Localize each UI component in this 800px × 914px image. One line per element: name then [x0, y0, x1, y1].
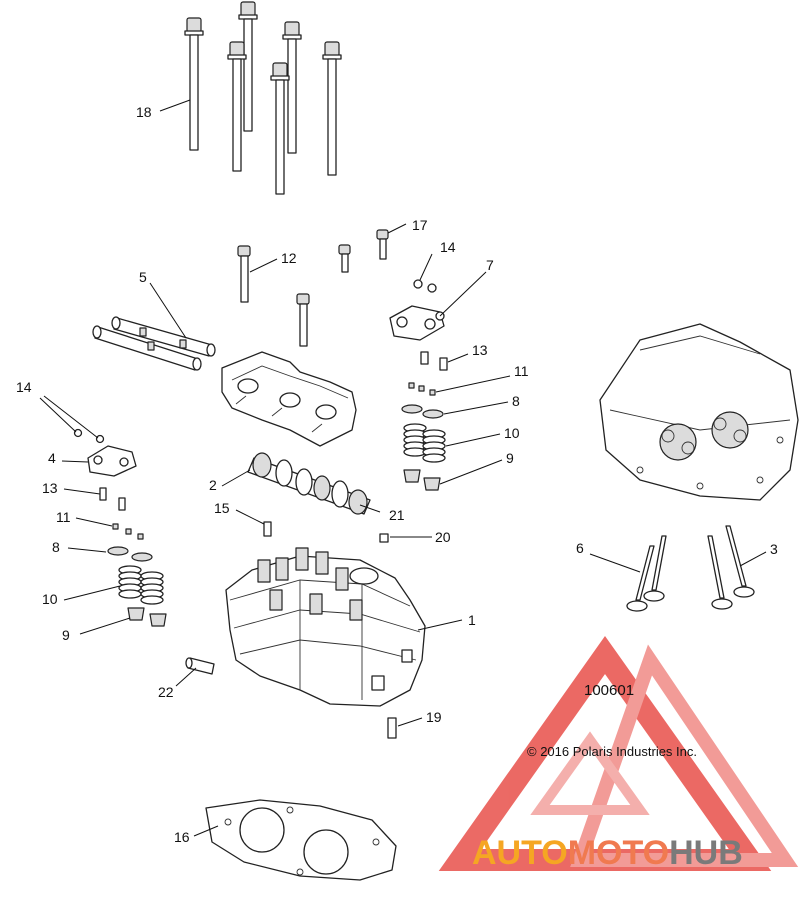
- callout-8-left: 8: [52, 539, 60, 555]
- watermark-logo: [438, 635, 799, 871]
- leader-lines: [39, 99, 767, 837]
- rocker-arms-left: [73, 428, 153, 562]
- callout-16: 16: [174, 829, 190, 845]
- callout-13-left: 13: [42, 480, 58, 496]
- valves: [626, 525, 755, 612]
- watermark-text-hub: HUB: [669, 834, 743, 872]
- callout-18: 18: [136, 104, 152, 120]
- callout-19: 19: [426, 709, 442, 725]
- watermark-text: AUTOMOTOHUB: [472, 834, 743, 872]
- head-bolts: [184, 1, 342, 195]
- rocker-arms-right: [389, 279, 448, 419]
- callout-3: 3: [770, 541, 778, 557]
- callout-7: 7: [486, 257, 494, 273]
- callout-9-right: 9: [506, 450, 514, 466]
- valve-springs-left: [118, 565, 167, 627]
- cam-cap-bolts: [237, 229, 389, 347]
- watermark-text-moto: MOTO: [568, 834, 669, 872]
- callout-17: 17: [412, 217, 428, 233]
- callout-2: 2: [209, 477, 217, 493]
- callout-22: 22: [158, 684, 174, 700]
- callout-12: 12: [281, 250, 297, 266]
- callout-10-left: 10: [42, 591, 58, 607]
- head-gasket: [205, 799, 397, 881]
- callout-6: 6: [576, 540, 584, 556]
- watermark-text-auto: AUTO: [472, 834, 568, 872]
- valve-springs-right: [403, 423, 446, 491]
- callout-21: 21: [389, 507, 405, 523]
- copyright-notice: © 2016 Polaris Industries Inc.: [527, 744, 697, 759]
- callout-4: 4: [48, 450, 56, 466]
- callout-11-right: 11: [514, 363, 529, 379]
- callout-5: 5: [139, 269, 147, 285]
- head-underside-view: [599, 323, 799, 501]
- dowel-pins: [185, 521, 397, 739]
- camshaft: [247, 452, 371, 515]
- callout-14-right: 14: [440, 239, 456, 255]
- rocker-shafts: [92, 316, 216, 371]
- callout-1: 1: [468, 612, 476, 628]
- callout-labels: 18 17 12 14 7 5 13 11 8 10 9 14 4 2 13 1…: [16, 104, 778, 845]
- callout-10-right: 10: [504, 425, 520, 441]
- cam-carrier: [221, 351, 357, 447]
- diagram-code: 100601: [584, 682, 634, 699]
- callout-14-left: 14: [16, 379, 32, 395]
- callout-13-right: 13: [472, 342, 488, 358]
- cylinder-head: [225, 547, 426, 707]
- callout-11-left: 11: [56, 509, 71, 525]
- callout-9-left: 9: [62, 627, 70, 643]
- callout-20: 20: [435, 529, 451, 545]
- callout-8-right: 8: [512, 393, 520, 409]
- callout-15: 15: [214, 500, 230, 516]
